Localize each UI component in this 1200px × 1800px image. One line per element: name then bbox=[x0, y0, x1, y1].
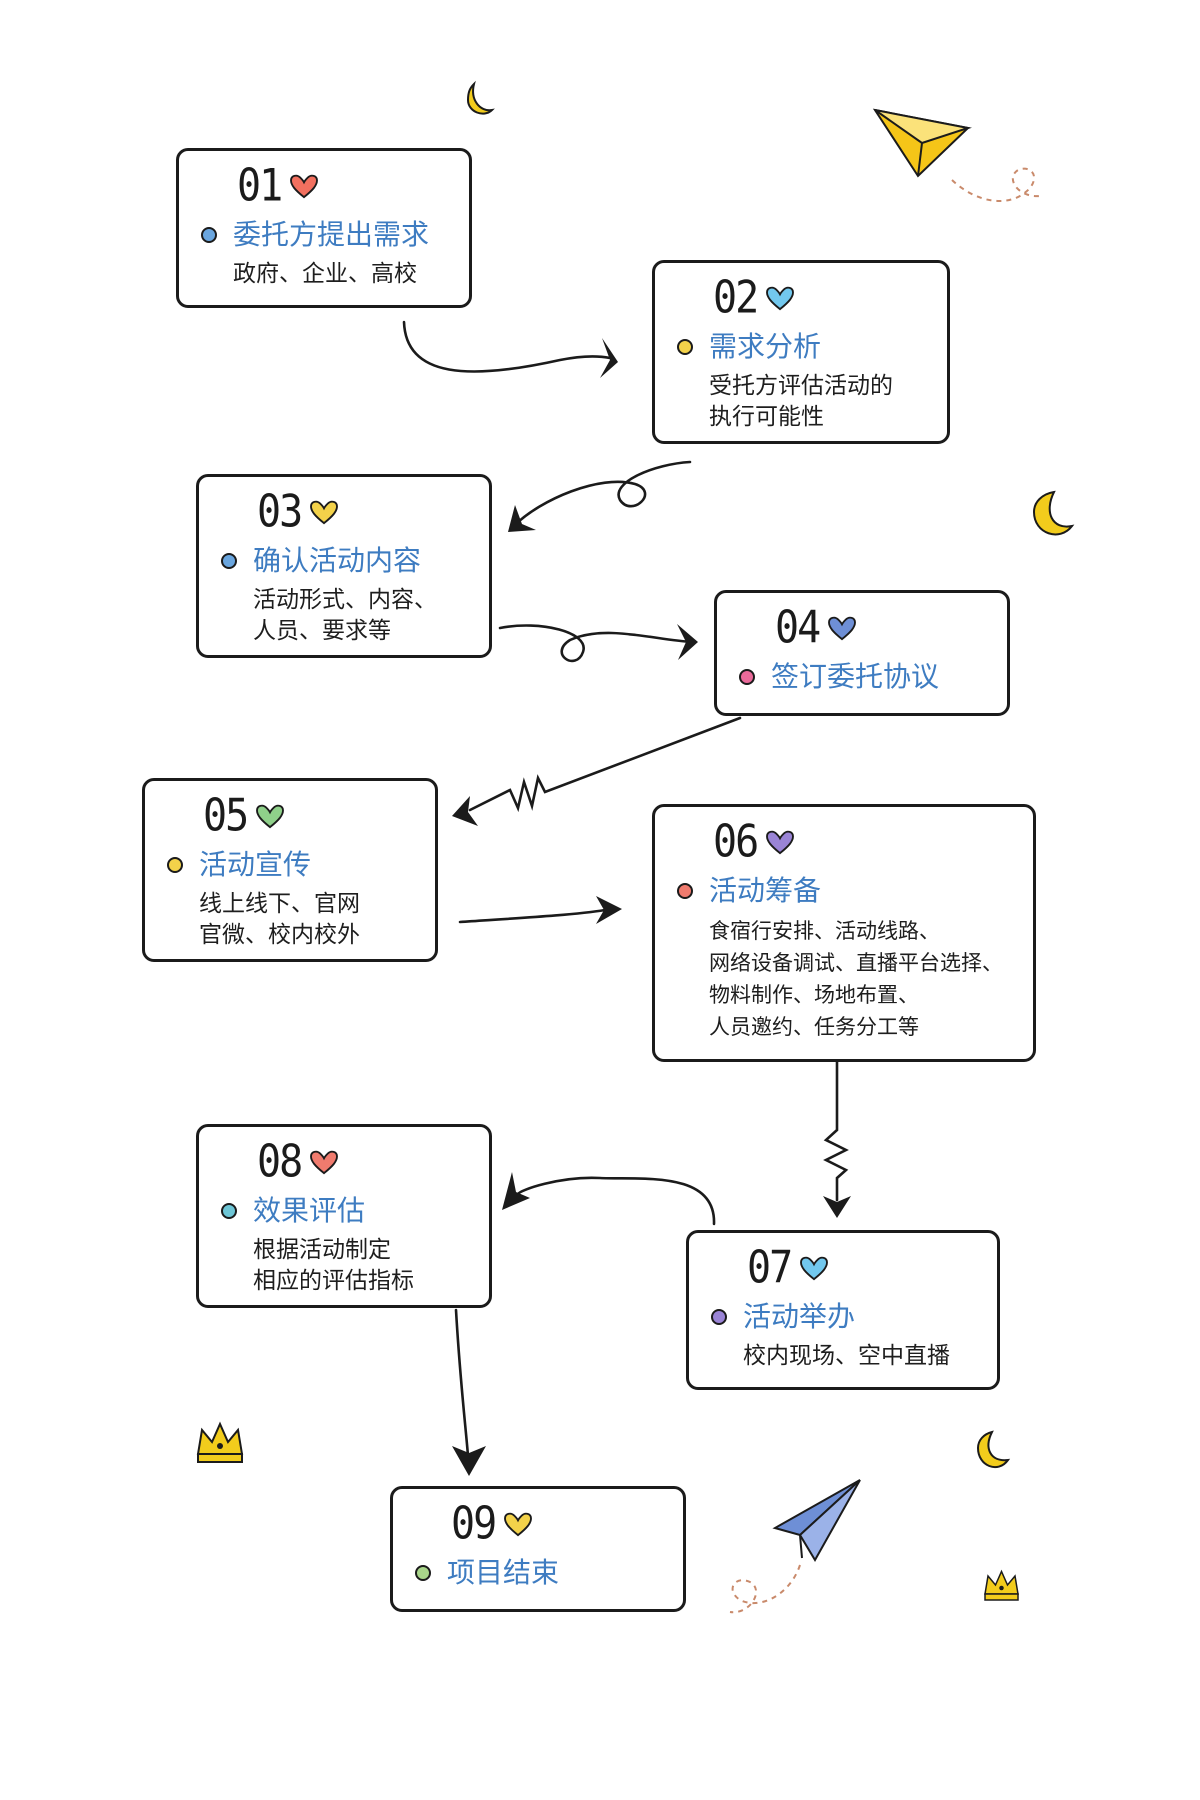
crown-icon bbox=[196, 1421, 244, 1463]
bullet-dot-icon bbox=[415, 1565, 431, 1581]
step-number: 01 bbox=[237, 160, 283, 212]
heart-icon bbox=[504, 1512, 533, 1537]
paper-plane-icon bbox=[729, 1479, 861, 1614]
step-description: 食宿行安排、活动线路、 网络设备调试、直播平台选择、 物料制作、场地布置、 人员… bbox=[709, 919, 1003, 1039]
step-03: 03 确认活动内容 活动形式、内容、 人员、要求等 bbox=[196, 474, 492, 658]
connector-04-05 bbox=[468, 716, 742, 813]
step-number: 04 bbox=[775, 602, 821, 654]
connector-06-07 bbox=[823, 1060, 849, 1202]
step-description: 根据活动制定 相应的评估指标 bbox=[253, 1237, 414, 1294]
connector-07-08 bbox=[516, 1176, 716, 1226]
step-title: 效果评估 bbox=[221, 1191, 475, 1231]
arrowhead-05 bbox=[452, 796, 478, 826]
bullet-dot-icon bbox=[221, 1203, 237, 1219]
bullet-dot-icon bbox=[677, 883, 693, 899]
bullet-dot-icon bbox=[201, 227, 217, 243]
arrowhead-04 bbox=[677, 624, 698, 660]
step-01: 01 委托方提出需求 政府、企业、高校 bbox=[176, 148, 472, 308]
step-08: 08 效果评估 根据活动制定 相应的评估指标 bbox=[196, 1124, 492, 1308]
step-09: 09 项目结束 bbox=[390, 1486, 686, 1612]
arrowhead-06 bbox=[596, 896, 622, 924]
step-description: 校内现场、空中直播 bbox=[743, 1343, 950, 1369]
connector-05-06 bbox=[458, 908, 607, 924]
step-number: 09 bbox=[451, 1498, 497, 1550]
step-title: 活动宣传 bbox=[167, 845, 421, 885]
crescent-moon-icon bbox=[1032, 490, 1075, 536]
step-title: 签订委托协议 bbox=[739, 657, 993, 697]
arrowhead-02 bbox=[600, 338, 618, 378]
connector-02-03 bbox=[513, 460, 692, 527]
heart-icon bbox=[766, 286, 795, 311]
step-06: 06 活动筹备 食宿行安排、活动线路、 网络设备调试、直播平台选择、 物料制作、… bbox=[652, 804, 1036, 1062]
step-title: 项目结束 bbox=[415, 1553, 669, 1593]
crescent-moon-icon bbox=[976, 1430, 1011, 1469]
step-02: 02 需求分析 受托方评估活动的 执行可能性 bbox=[652, 260, 950, 444]
step-description: 政府、企业、高校 bbox=[233, 261, 417, 287]
step-title: 活动筹备 bbox=[677, 871, 1019, 911]
heart-icon bbox=[256, 804, 285, 829]
step-description: 活动形式、内容、 人员、要求等 bbox=[253, 587, 437, 644]
arrowhead-07 bbox=[823, 1196, 851, 1218]
heart-icon bbox=[766, 830, 795, 855]
bullet-dot-icon bbox=[739, 669, 755, 685]
step-description: 受托方评估活动的 执行可能性 bbox=[709, 373, 893, 430]
step-title: 委托方提出需求 bbox=[201, 215, 455, 255]
step-number: 06 bbox=[713, 816, 759, 868]
step-description: 线上线下、官网 官微、校内校外 bbox=[199, 891, 360, 948]
heart-icon bbox=[290, 174, 319, 199]
step-05: 05 活动宣传 线上线下、官网 官微、校内校外 bbox=[142, 778, 438, 962]
heart-icon bbox=[828, 616, 857, 641]
paper-plane-icon bbox=[872, 108, 1041, 203]
bullet-dot-icon bbox=[221, 553, 237, 569]
step-number: 07 bbox=[747, 1242, 793, 1294]
step-title: 确认活动内容 bbox=[221, 541, 475, 581]
heart-icon bbox=[310, 500, 339, 525]
connector-08-09 bbox=[454, 1308, 470, 1458]
crown-icon bbox=[984, 1569, 1019, 1601]
step-07: 07 活动举办 校内现场、空中直播 bbox=[686, 1230, 1000, 1390]
step-number: 08 bbox=[257, 1136, 303, 1188]
arrowhead-03 bbox=[508, 505, 536, 532]
crescent-moon-icon bbox=[466, 80, 495, 115]
step-title: 活动举办 bbox=[711, 1297, 983, 1337]
bullet-dot-icon bbox=[167, 857, 183, 873]
step-number: 05 bbox=[203, 790, 249, 842]
heart-icon bbox=[310, 1150, 339, 1175]
arrowhead-09 bbox=[452, 1446, 486, 1476]
bullet-dot-icon bbox=[711, 1309, 727, 1325]
step-number: 03 bbox=[257, 486, 303, 538]
step-title: 需求分析 bbox=[677, 327, 933, 367]
connector-03-04 bbox=[498, 624, 694, 663]
step-04: 04 签订委托协议 bbox=[714, 590, 1010, 716]
connector-01-02 bbox=[402, 320, 612, 373]
heart-icon bbox=[800, 1256, 829, 1281]
bullet-dot-icon bbox=[677, 339, 693, 355]
arrowhead-08 bbox=[502, 1172, 530, 1210]
step-number: 02 bbox=[713, 272, 759, 324]
